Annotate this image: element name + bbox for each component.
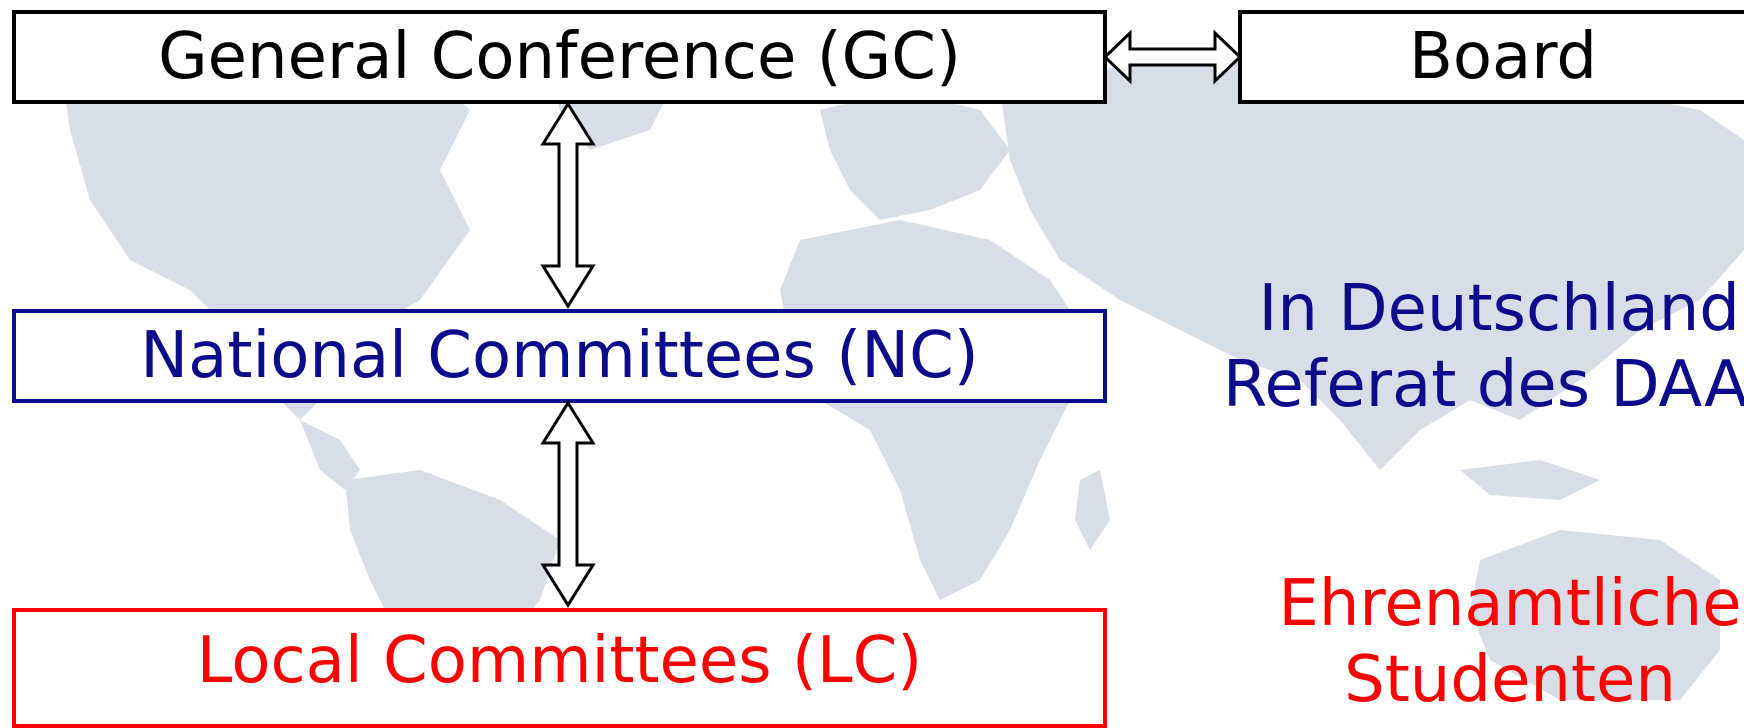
board-box: Board (1238, 10, 1744, 104)
general-conference-box: General Conference (GC) (12, 10, 1107, 104)
germany-note-line-2: Referat des DAAD (1222, 348, 1744, 422)
board-label: Board (1408, 20, 1598, 94)
gc-board-double-arrow (1102, 29, 1243, 85)
national-committees-box: National Committees (NC) (12, 309, 1107, 403)
volunteers-note-line-2: Studenten (1344, 643, 1676, 717)
local-committees-label: Local Committees (LC) (196, 624, 923, 698)
connector-arrows (540, 29, 1243, 608)
gc-nc-double-arrow (540, 101, 596, 309)
volunteers-note-line-1: Ehrenamtliche (1278, 567, 1742, 641)
nc-lc-double-arrow (540, 400, 596, 608)
germany-note-line-1: In Deutschland: (1258, 272, 1744, 346)
national-committees-label: National Committees (NC) (140, 319, 979, 393)
germany-note: In Deutschland: Referat des DAAD (1200, 271, 1744, 423)
volunteers-note: Ehrenamtliche Studenten (1200, 566, 1744, 718)
general-conference-label: General Conference (GC) (158, 20, 961, 94)
